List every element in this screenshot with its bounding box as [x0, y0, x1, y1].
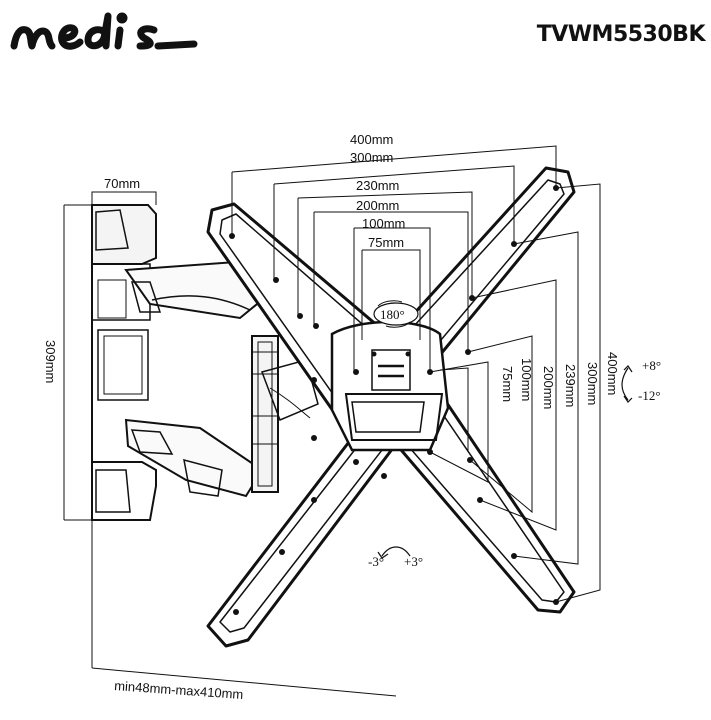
wall-plate-width: 70mm [104, 176, 140, 191]
swivel-arrowhead [377, 551, 389, 559]
horizontal-400mm: 400mm [350, 132, 393, 147]
tilt-arrowhead-up [623, 365, 633, 373]
wall-plate-height: 309mm [43, 340, 58, 383]
tilt-arrowhead-down [623, 395, 633, 403]
rotation-arrow-icon [377, 300, 411, 328]
vertical-300mm: 300mm [585, 362, 600, 405]
nedis-logo [10, 12, 198, 50]
swivel-arrow [381, 546, 411, 557]
tilt-up-label: +8° [642, 358, 661, 373]
horizontal-dimension-lines [231, 145, 557, 372]
horizontal-300mm: 300mm [350, 150, 393, 165]
tilt-down-label: -12° [638, 388, 661, 403]
horizontal-75mm: 75mm [368, 235, 404, 250]
vesa-bracket [206, 166, 576, 648]
vertical-dimension-lines [429, 183, 601, 603]
wall-plate [91, 204, 157, 521]
vertical-400mm: 400mm [605, 352, 620, 395]
vertical-100mm: 100mm [519, 358, 534, 401]
rotation-badge [373, 302, 419, 326]
swivel-left-label: -3° [368, 554, 384, 569]
vertical-200mm: 200mm [541, 366, 556, 409]
swing-arm [124, 260, 319, 498]
depth-range: min48mm-max410mm [114, 678, 244, 702]
vertical-239mm: 239mm [563, 364, 578, 407]
swivel-right-label: +3° [404, 554, 423, 569]
rotation-label: 180° [380, 307, 405, 322]
vertical-75mm: 75mm [500, 366, 515, 402]
wall-plate-dimension-lines [63, 191, 397, 697]
model-number: TVWM5530BK [536, 22, 706, 47]
tilt-arrow [621, 367, 629, 401]
horizontal-200mm: 200mm [356, 198, 399, 213]
horizontal-100mm: 100mm [362, 216, 405, 231]
horizontal-230mm: 230mm [356, 178, 399, 193]
dimension-labels: 400mm 300mm 230mm 200mm 100mm 75mm 400mm… [43, 132, 661, 702]
